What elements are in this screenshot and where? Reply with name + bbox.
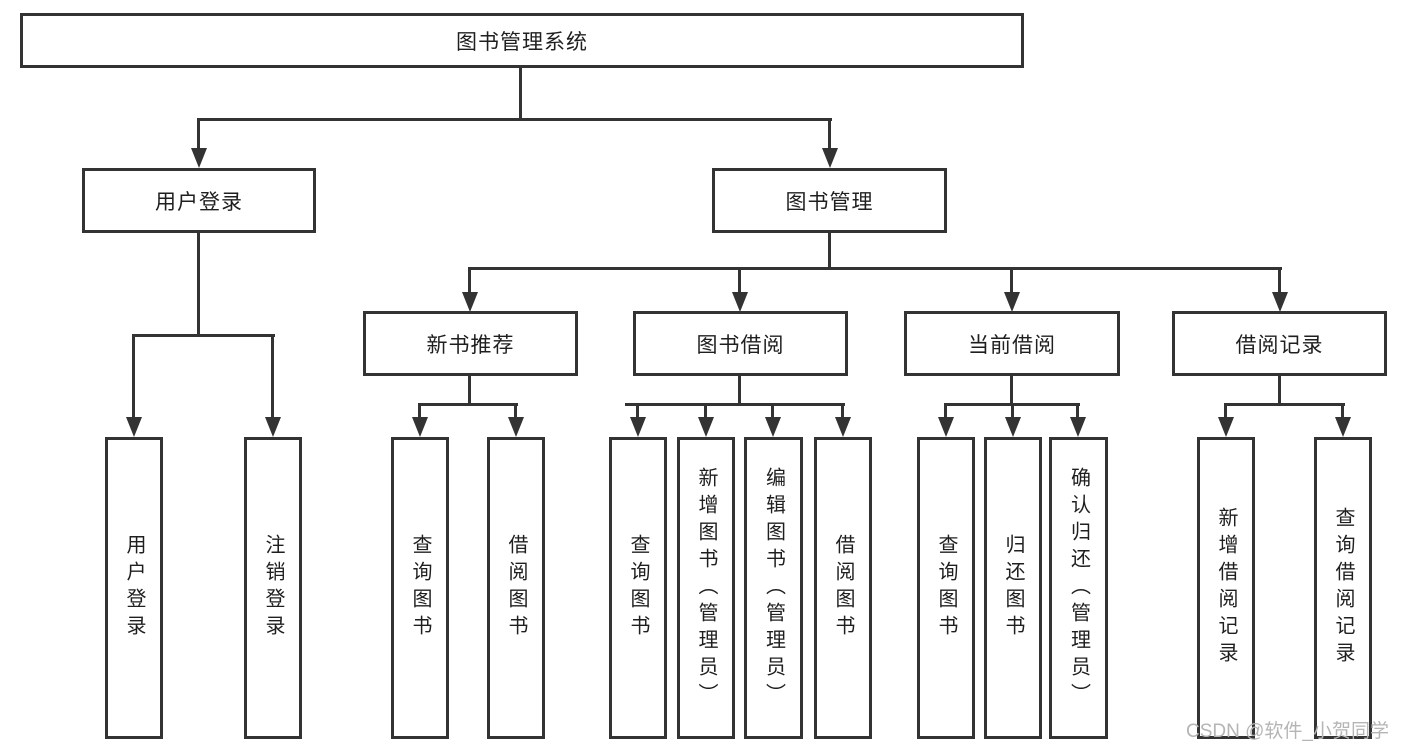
connector	[468, 269, 471, 292]
connector	[828, 233, 831, 270]
arrow-down	[1272, 292, 1288, 312]
connector	[271, 336, 274, 417]
leaf-add-book-admin: 新增图书（管理员）	[677, 437, 735, 739]
connector	[132, 334, 275, 337]
connector	[519, 68, 522, 120]
leaf-logout: 注销登录	[244, 437, 302, 739]
node-user-login: 用户登录	[82, 168, 316, 233]
arrow-down	[126, 417, 142, 437]
leaf-return-book: 归还图书	[984, 437, 1042, 739]
node-book-borrow: 图书借阅	[633, 311, 848, 376]
node-borrow-records: 借阅记录	[1172, 311, 1387, 376]
connector	[197, 233, 200, 336]
connector	[132, 336, 135, 417]
node-label: 注销登录	[262, 534, 284, 642]
connector	[771, 405, 774, 417]
arrow-down	[1218, 417, 1234, 437]
arrow-down	[1005, 417, 1021, 437]
leaf-borrow-book: 借阅图书	[814, 437, 872, 739]
node-label: 新增图书（管理员）	[695, 466, 717, 710]
arrow-down	[1070, 417, 1086, 437]
node-label: 归还图书	[1002, 534, 1024, 642]
leaf-query-book: 查询图书	[609, 437, 667, 739]
connector	[1010, 269, 1013, 292]
node-label: 用户登录	[155, 190, 243, 214]
connector	[636, 405, 639, 417]
arrow-down	[508, 417, 524, 437]
node-current-borrow: 当前借阅	[904, 311, 1120, 376]
node-label: 借阅图书	[505, 534, 527, 642]
node-label: 借阅图书	[832, 534, 854, 642]
arrow-down	[191, 148, 207, 168]
node-label: 查询图书	[409, 534, 431, 642]
node-label: 图书借阅	[696, 333, 785, 357]
arrow-down	[938, 417, 954, 437]
connector	[197, 118, 832, 121]
node-label: 用户登录	[123, 534, 145, 642]
connector	[1076, 405, 1079, 417]
node-label: 新书推荐	[426, 333, 515, 357]
leaf-user-login: 用户登录	[105, 437, 163, 739]
leaf-query-current-book: 查询图书	[917, 437, 975, 739]
connector	[738, 376, 741, 405]
arrow-down	[835, 417, 851, 437]
arrow-down	[412, 417, 428, 437]
connector	[944, 403, 1080, 406]
connector	[1224, 403, 1345, 406]
csdn-watermark: CSDN @软件_小贺同学	[1186, 721, 1389, 742]
arrow-down	[462, 292, 478, 312]
leaf-edit-book-admin: 编辑图书（管理员）	[744, 437, 803, 739]
connector	[828, 120, 831, 149]
node-label: 查询图书	[935, 534, 957, 642]
arrow-down	[822, 148, 838, 168]
connector	[1011, 405, 1014, 417]
arrow-down	[1004, 292, 1020, 312]
node-label: 确认归还（管理员）	[1067, 466, 1090, 710]
arrow-down	[630, 417, 646, 437]
arrow-down	[698, 417, 714, 437]
connector	[1010, 376, 1013, 405]
node-label: 图书管理	[785, 190, 874, 214]
node-label: 查询借阅记录	[1332, 507, 1354, 669]
connector	[1278, 376, 1281, 405]
arrow-down	[1335, 417, 1351, 437]
connector	[468, 267, 1282, 270]
node-label: 编辑图书（管理员）	[762, 466, 785, 710]
node-book-management: 图书管理	[712, 168, 947, 233]
connector	[1341, 405, 1344, 417]
leaf-query-book-recommend: 查询图书	[391, 437, 449, 739]
node-label: 借阅记录	[1235, 333, 1324, 357]
arrow-down	[732, 292, 748, 312]
connector	[418, 403, 518, 406]
connector	[1224, 405, 1227, 417]
connector	[944, 405, 947, 417]
connector	[197, 120, 200, 149]
node-new-book-recommend: 新书推荐	[363, 311, 578, 376]
connector	[841, 405, 844, 417]
leaf-query-borrow-record: 查询借阅记录	[1314, 437, 1372, 739]
arrow-down	[265, 417, 281, 437]
node-root-library-system: 图书管理系统	[20, 13, 1024, 68]
connector	[418, 405, 421, 417]
leaf-borrow-book-recommend: 借阅图书	[487, 437, 545, 739]
node-label: 新增借阅记录	[1215, 507, 1237, 669]
connector	[738, 269, 741, 292]
node-label: 图书管理系统	[456, 30, 588, 54]
leaf-confirm-return-admin: 确认归还（管理员）	[1049, 437, 1108, 739]
connector	[704, 405, 707, 417]
node-label: 当前借阅	[968, 333, 1056, 357]
connector	[1278, 269, 1281, 292]
arrow-down	[765, 417, 781, 437]
connector	[468, 376, 471, 405]
node-label: 查询图书	[627, 534, 649, 642]
leaf-add-borrow-record: 新增借阅记录	[1197, 437, 1255, 739]
connector	[625, 403, 845, 406]
connector	[514, 405, 517, 417]
